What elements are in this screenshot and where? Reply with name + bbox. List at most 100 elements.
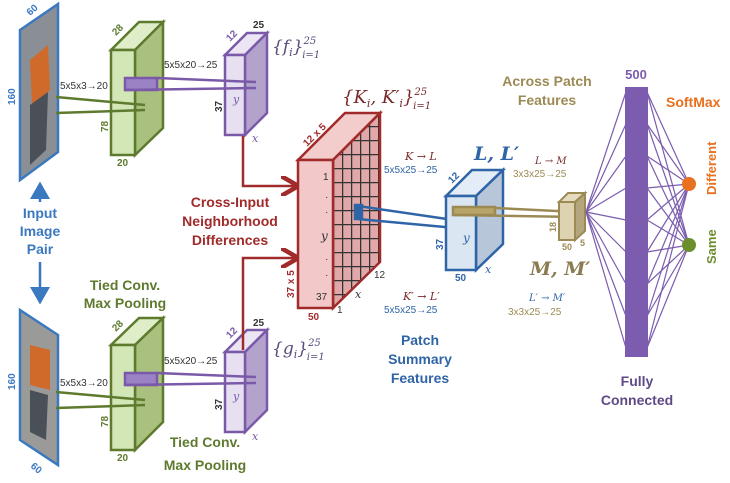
diff-col-first: 1: [337, 305, 343, 316]
diff-row-mid: y: [320, 229, 328, 243]
summary-axis-x: x: [485, 263, 492, 276]
fc-connection-line: [585, 123, 627, 213]
across-op-top: L → M: [534, 156, 567, 167]
fc-connection-line: [646, 183, 690, 221]
fc-connection-line: [646, 183, 690, 317]
conv2-receptive-lines: [123, 76, 257, 387]
across-box: [556, 190, 588, 243]
output-node-same: [682, 238, 696, 252]
across-height: 18: [548, 222, 558, 232]
output-label-different: Different: [704, 141, 719, 195]
across-op-bot-dims: 3x3x25→25: [508, 307, 562, 318]
diff-col-mid: x: [355, 288, 362, 301]
fc-connection-line: [646, 183, 690, 349]
fc-connection-line: [646, 155, 690, 185]
fc-label-line2: Connected: [601, 392, 673, 408]
input-image-top: [18, 1, 60, 183]
diff-row-first: 1: [323, 172, 329, 183]
summary-ops: K → L 5x5x25→25 K′ → L′ 5x5x25→25: [384, 150, 440, 316]
conv1-op: 5x5x3→20: [60, 81, 108, 92]
conv2-axis-y-b: y: [232, 390, 240, 403]
conv-label-top-line2: Max Pooling: [84, 295, 166, 311]
fc-connection-line: [646, 183, 690, 189]
conv-label-top-line1: Tied Conv.: [90, 277, 160, 293]
summary-width: 50: [455, 273, 467, 284]
fc-connection-line: [646, 244, 690, 349]
diff-row-dots: ·: [325, 207, 328, 218]
across-title: M, M′: [529, 258, 590, 280]
fc-connection-line: [646, 91, 690, 185]
diff-label-line2: Neighborhood: [182, 213, 278, 229]
conv2-axis-x-b: x: [252, 430, 259, 443]
input-width-label-bottom: 60: [28, 461, 44, 477]
conv2-op: 5x5x20→25: [164, 60, 218, 71]
summary-box: [442, 167, 507, 273]
summary-title: L, L′: [473, 143, 519, 165]
input-label-line1: Input: [23, 205, 58, 221]
conv1-receptive-lines: [55, 95, 146, 410]
fc-connection-line: [585, 211, 627, 253]
diff-col-last: 12: [374, 270, 386, 281]
summary-label-line3: Features: [391, 370, 450, 386]
fc-connections: [585, 91, 690, 349]
summary-height: 37: [435, 238, 446, 250]
input-height-label-bottom: 160: [7, 373, 18, 390]
fc-layer-bar: [625, 87, 648, 357]
summary-label: Patch Summary Features: [388, 332, 452, 386]
fc-connection-line: [585, 211, 627, 349]
conv2-box-bottom: [221, 326, 271, 436]
conv2-height-b: 37: [214, 398, 225, 410]
conv1-width-b: 20: [117, 453, 129, 464]
input-image-bottom: [18, 307, 60, 468]
arrow-f-to-diff: [241, 136, 296, 186]
fc-connection-line: [585, 155, 627, 213]
summary-op-bot: K′ → L′: [402, 290, 440, 303]
fc-connection-line: [646, 155, 690, 246]
output-node-different: [682, 177, 696, 191]
fc-label: Fully Connected: [601, 373, 673, 408]
diff-row-last: 37: [316, 292, 328, 303]
conv1-height: 78: [100, 120, 111, 132]
input-label-line3: Pair: [27, 241, 54, 257]
summary-op-bot-dims: 5x5x25→25: [384, 305, 438, 316]
summary-axis-y: y: [462, 231, 470, 245]
output-label-same: Same: [704, 229, 719, 264]
diff-side-dim: 37 x 5: [286, 270, 297, 298]
conv2-height: 37: [214, 100, 225, 112]
fc-connection-line: [585, 211, 627, 221]
softmax-title: SoftMax: [666, 94, 721, 110]
input-pair-label: Input Image Pair: [20, 205, 61, 257]
summary-label-line2: Summary: [388, 351, 452, 367]
fc-connection-line: [646, 187, 690, 246]
conv1-op-b: 5x5x3→20: [60, 378, 108, 389]
input-label-line2: Image: [20, 223, 61, 239]
diff-width-dim: 50: [308, 312, 320, 323]
diff-row-dots: ·: [325, 254, 328, 265]
across-op-top-dims: 3x3x25→25: [513, 169, 567, 180]
fc-connection-line: [585, 211, 627, 285]
fc-connection-line: [646, 244, 690, 317]
conv2-op-b: 5x5x20→25: [164, 356, 218, 367]
fc-connection-line: [585, 187, 627, 213]
across-depth: 5: [580, 238, 585, 248]
fc-connection-line: [646, 183, 690, 285]
across-label-line2: Features: [518, 92, 577, 108]
diff-label: Cross-Input Neighborhood Differences: [182, 194, 278, 248]
conv-label-bottom-line2: Max Pooling: [164, 457, 246, 473]
summary-label-line1: Patch: [401, 332, 439, 348]
across-width: 50: [562, 242, 572, 252]
arrow-g-to-diff: [241, 258, 296, 350]
across-label: Across Patch Features: [502, 73, 591, 108]
diff-row-dots: ·: [325, 270, 328, 281]
summary-op-top-dims: 5x5x25→25: [384, 165, 438, 176]
conv1-height-b: 78: [100, 415, 111, 427]
summary-op-top: K → L: [404, 150, 437, 163]
fc-connection-line: [585, 211, 627, 317]
fc-connection-line: [585, 91, 627, 213]
diff-box: [294, 109, 384, 311]
conv-label-bottom-line1: Tied Conv.: [170, 434, 240, 450]
